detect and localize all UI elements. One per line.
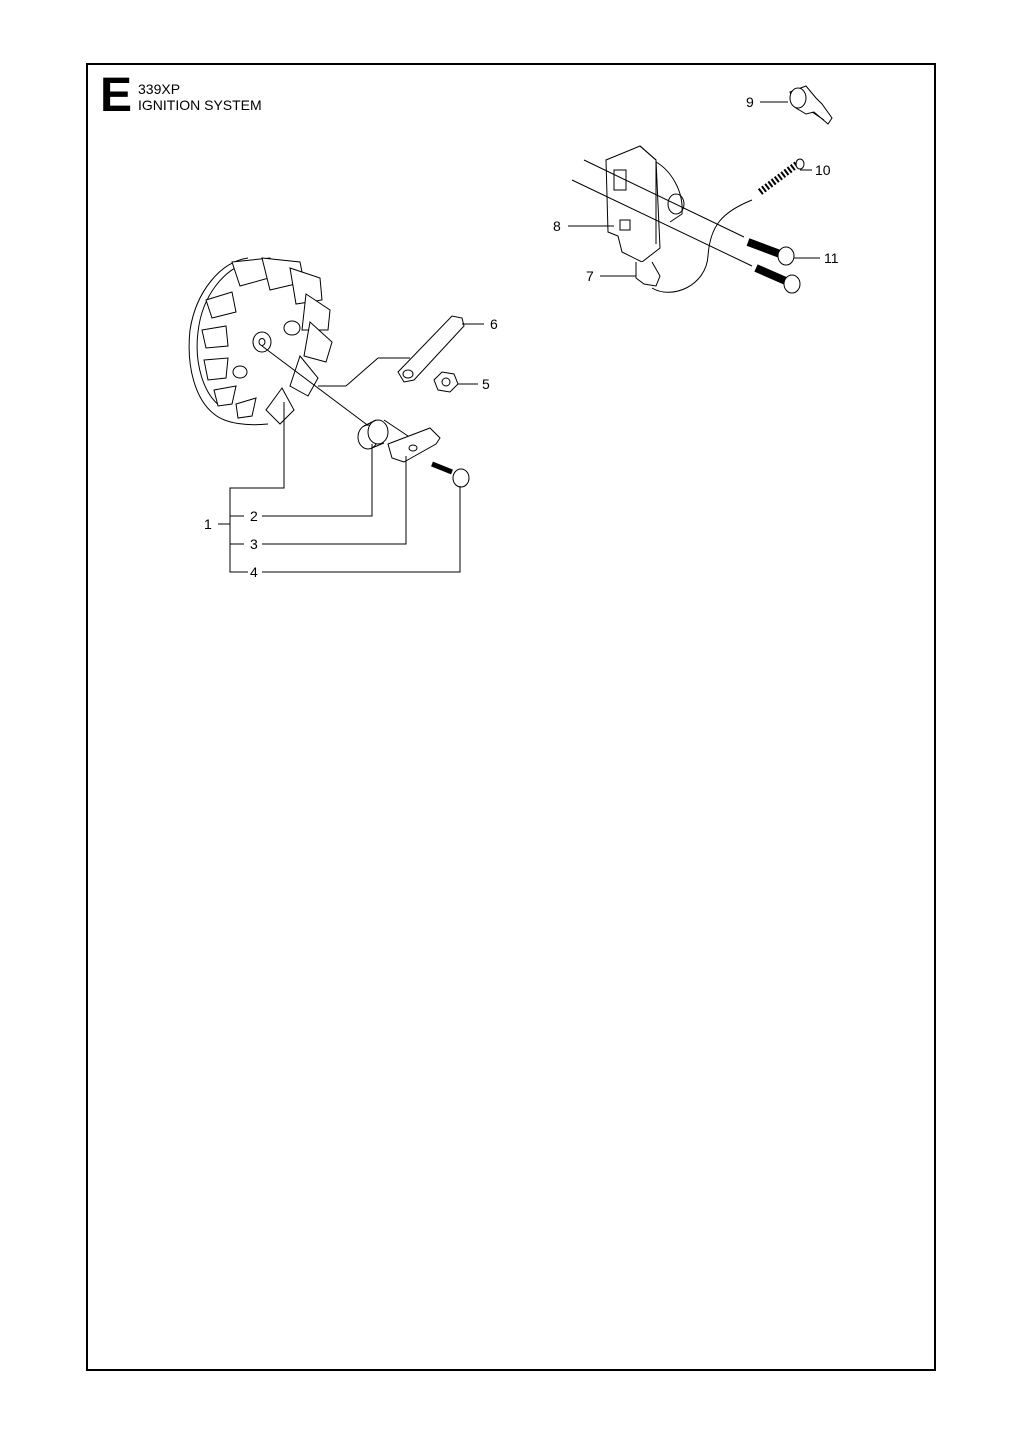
page-frame (86, 63, 936, 1371)
axis-line (571, 179, 753, 267)
part-2-sleeve (357, 419, 389, 450)
part-9-plug-cap (789, 85, 833, 125)
callout-8: 8 (553, 218, 561, 234)
callout-11: 11 (824, 250, 839, 266)
shaft-axis-line (261, 345, 371, 428)
callout-10: 10 (815, 162, 831, 178)
part-7-ignition-cable (635, 199, 753, 293)
part-4-screw (431, 461, 470, 488)
leader-3 (262, 456, 407, 545)
part-8-ignition-module (605, 145, 685, 263)
part-6-lever (397, 315, 465, 383)
leader-2 (262, 444, 373, 517)
callout-3: 3 (250, 536, 258, 552)
callout-5: 5 (482, 376, 490, 392)
callout-7: 7 (586, 268, 594, 284)
callout-9: 9 (746, 94, 754, 110)
leader-4 (262, 486, 461, 573)
leader-1-bracket (229, 402, 285, 573)
axis-line (583, 159, 745, 238)
flywheel-drawing (188, 257, 333, 426)
part-10-spring (757, 158, 805, 195)
callout-2: 2 (250, 508, 258, 524)
model-name: 339XP (138, 81, 181, 97)
section-title: IGNITION SYSTEM (138, 97, 262, 113)
section-letter: E (100, 69, 133, 122)
part-11-screws (746, 238, 801, 294)
part-3-pawl (387, 427, 441, 463)
flywheel-assembly (188, 257, 484, 573)
part-5-nut (433, 371, 459, 393)
callout-6: 6 (490, 316, 498, 332)
axis-leader (345, 357, 379, 387)
callout-1: 1 (204, 516, 212, 532)
callout-4: 4 (250, 564, 258, 580)
ignition-module-assembly (568, 85, 833, 294)
